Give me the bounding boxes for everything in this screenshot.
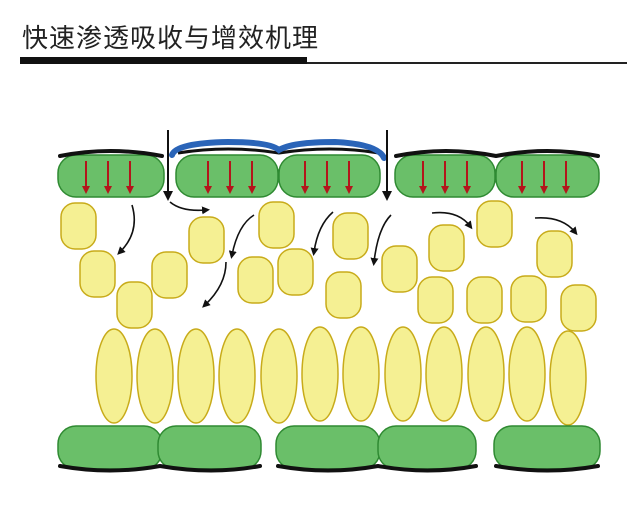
mesophyll-cell (258, 201, 295, 249)
lower-epidermis-cell (57, 425, 163, 470)
lower-epidermis-cell (493, 425, 601, 470)
upper-epidermis-cell (57, 154, 165, 198)
elongated-cell (260, 328, 298, 424)
elongated-cell (467, 326, 505, 422)
cuticle-line (58, 149, 164, 158)
curved-arrow (169, 201, 210, 215)
title-rule-thick (20, 57, 307, 64)
curved-arrow (370, 214, 392, 266)
elongated-cell (549, 330, 587, 426)
curved-arrow (202, 261, 227, 308)
mesophyll-cell (60, 202, 97, 250)
elongated-cell (218, 328, 256, 424)
curved-arrow (534, 216, 578, 236)
lower-epidermis (57, 425, 601, 470)
elongated-cell (95, 328, 133, 424)
mesophyll-cell (277, 248, 314, 296)
elongated-cell (342, 326, 380, 422)
upper-epidermis-cell (175, 154, 279, 198)
mesophyll-cell (116, 281, 153, 329)
mesophyll-cell (510, 275, 547, 323)
curved-arrow (431, 211, 473, 230)
upper-epidermis-cell (495, 154, 600, 198)
page-title: 快速渗透吸收与增效机理 (22, 24, 320, 54)
curved-arrow (228, 214, 255, 259)
mesophyll-cell (332, 212, 369, 260)
mesophyll-cell (417, 276, 454, 324)
cuticle-line (394, 149, 600, 159)
mesophyll-cell (381, 245, 418, 293)
upper-epidermis (57, 154, 600, 198)
diffusion-arrows (117, 201, 578, 308)
elongated-cell (425, 326, 463, 422)
lower-cuticle-line (276, 463, 478, 473)
lower-epidermis-cell (157, 425, 262, 470)
mesophyll-cell (237, 256, 274, 304)
elongated-cell (136, 328, 174, 424)
blue-coating-film (169, 138, 387, 161)
curved-arrow (117, 204, 136, 255)
upper-epidermis-cell (278, 154, 381, 198)
mesophyll-cell (325, 271, 362, 319)
spongy-mesophyll (60, 200, 597, 332)
elongated-cell (301, 326, 339, 422)
mesophyll-cell (466, 276, 503, 324)
mesophyll-cell (560, 284, 597, 332)
mesophyll-cell (536, 230, 573, 278)
lower-cuticle-line (58, 463, 262, 473)
red-penetration-arrows (82, 161, 570, 194)
elongated-cell (508, 326, 546, 422)
lower-cuticle-line (494, 464, 600, 473)
elongated-cell (384, 326, 422, 422)
mesophyll-cell (428, 224, 465, 272)
lower-epidermis-cell (275, 425, 381, 470)
elongated-cell (177, 328, 215, 424)
mesophyll-cell (476, 200, 513, 248)
mesophyll-cell (79, 250, 116, 298)
mesophyll-cell (188, 216, 225, 264)
mesophyll-cell (151, 251, 188, 299)
curved-arrow (310, 211, 334, 256)
elongated-cells (95, 326, 587, 426)
lower-epidermis-cell (377, 425, 477, 470)
title-rule-thin (307, 62, 627, 64)
